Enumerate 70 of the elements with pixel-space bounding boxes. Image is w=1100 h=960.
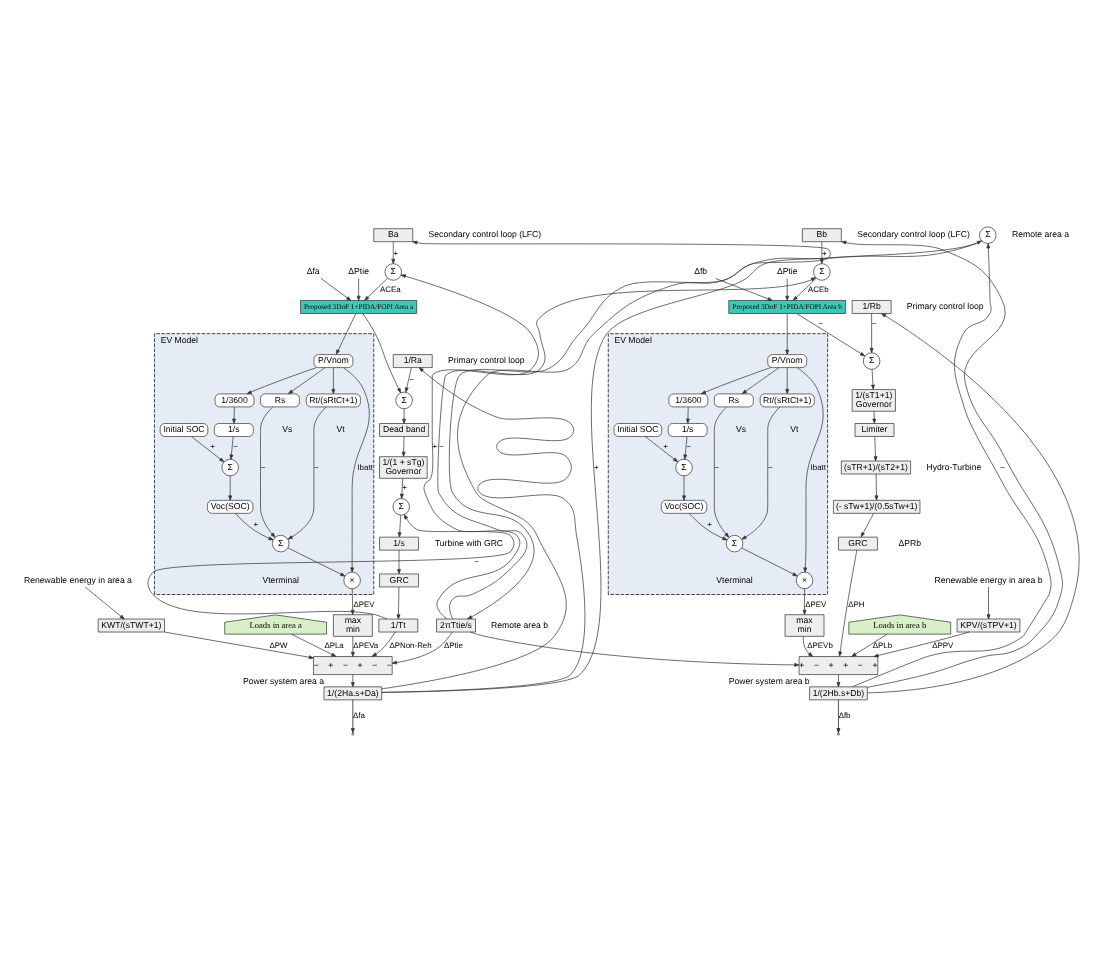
arrow: [700, 366, 771, 394]
arrow: [84, 585, 125, 619]
arrow: [448, 239, 982, 619]
arrow: [867, 312, 1080, 693]
arrow: [688, 512, 728, 540]
arrow: [819, 240, 824, 263]
arrow: [874, 472, 879, 500]
arrow: [871, 368, 875, 389]
arrow: [246, 366, 317, 394]
arrow: [287, 546, 346, 576]
arrow: [400, 477, 404, 498]
arrow: [682, 474, 686, 500]
arrow: [397, 548, 401, 574]
arrow: [235, 512, 274, 540]
arrow: [785, 312, 790, 354]
arrow: [872, 409, 877, 423]
arrow: [869, 312, 874, 352]
arrow: [802, 635, 813, 656]
arrow: [873, 435, 878, 461]
arrow: [402, 407, 406, 423]
arrow: [714, 405, 730, 537]
arrow: [741, 546, 798, 576]
arrow: [401, 435, 406, 456]
arrow: [404, 366, 412, 392]
arrow: [191, 435, 225, 462]
arrow: [320, 277, 352, 300]
arrow: [785, 366, 790, 394]
arrow: [287, 405, 327, 539]
arrow: [350, 587, 355, 614]
arrow: [229, 435, 234, 459]
arrow: [228, 474, 233, 500]
arrow: [232, 405, 236, 423]
arrow: [796, 312, 866, 356]
arrow: [715, 277, 773, 300]
arrow: [741, 405, 781, 539]
arrow: [644, 435, 679, 462]
arrow: [686, 405, 690, 423]
arrow: [397, 514, 402, 537]
arrow: [391, 630, 453, 664]
arrow: [400, 273, 539, 619]
arrow: [350, 635, 355, 656]
arrow: [860, 512, 874, 537]
arrow: [796, 366, 824, 572]
arrow: [836, 673, 841, 687]
arrow: [469, 630, 800, 666]
arrow: [356, 277, 361, 300]
arrow: [291, 632, 337, 656]
arrow: [362, 312, 401, 393]
arrow: [396, 585, 401, 619]
arrow: [851, 632, 888, 656]
arrow: [260, 405, 276, 537]
arrow: [342, 366, 370, 572]
arrow: [792, 276, 817, 300]
arrow: [371, 630, 396, 656]
arrow: [873, 630, 970, 657]
arrow: [741, 366, 780, 394]
arrow: [683, 435, 688, 459]
arrow: [364, 276, 388, 300]
arrow: [288, 366, 326, 394]
arrow: [164, 630, 314, 659]
arrow: [147, 513, 515, 619]
arrow: [350, 698, 355, 733]
arrow: [391, 240, 396, 263]
arrow: [986, 585, 991, 619]
arrow: [335, 312, 357, 354]
arrow: [785, 277, 790, 300]
arrow: [331, 366, 336, 394]
arrow: [838, 548, 858, 656]
arrow: [350, 673, 355, 687]
arrow: [802, 587, 807, 614]
